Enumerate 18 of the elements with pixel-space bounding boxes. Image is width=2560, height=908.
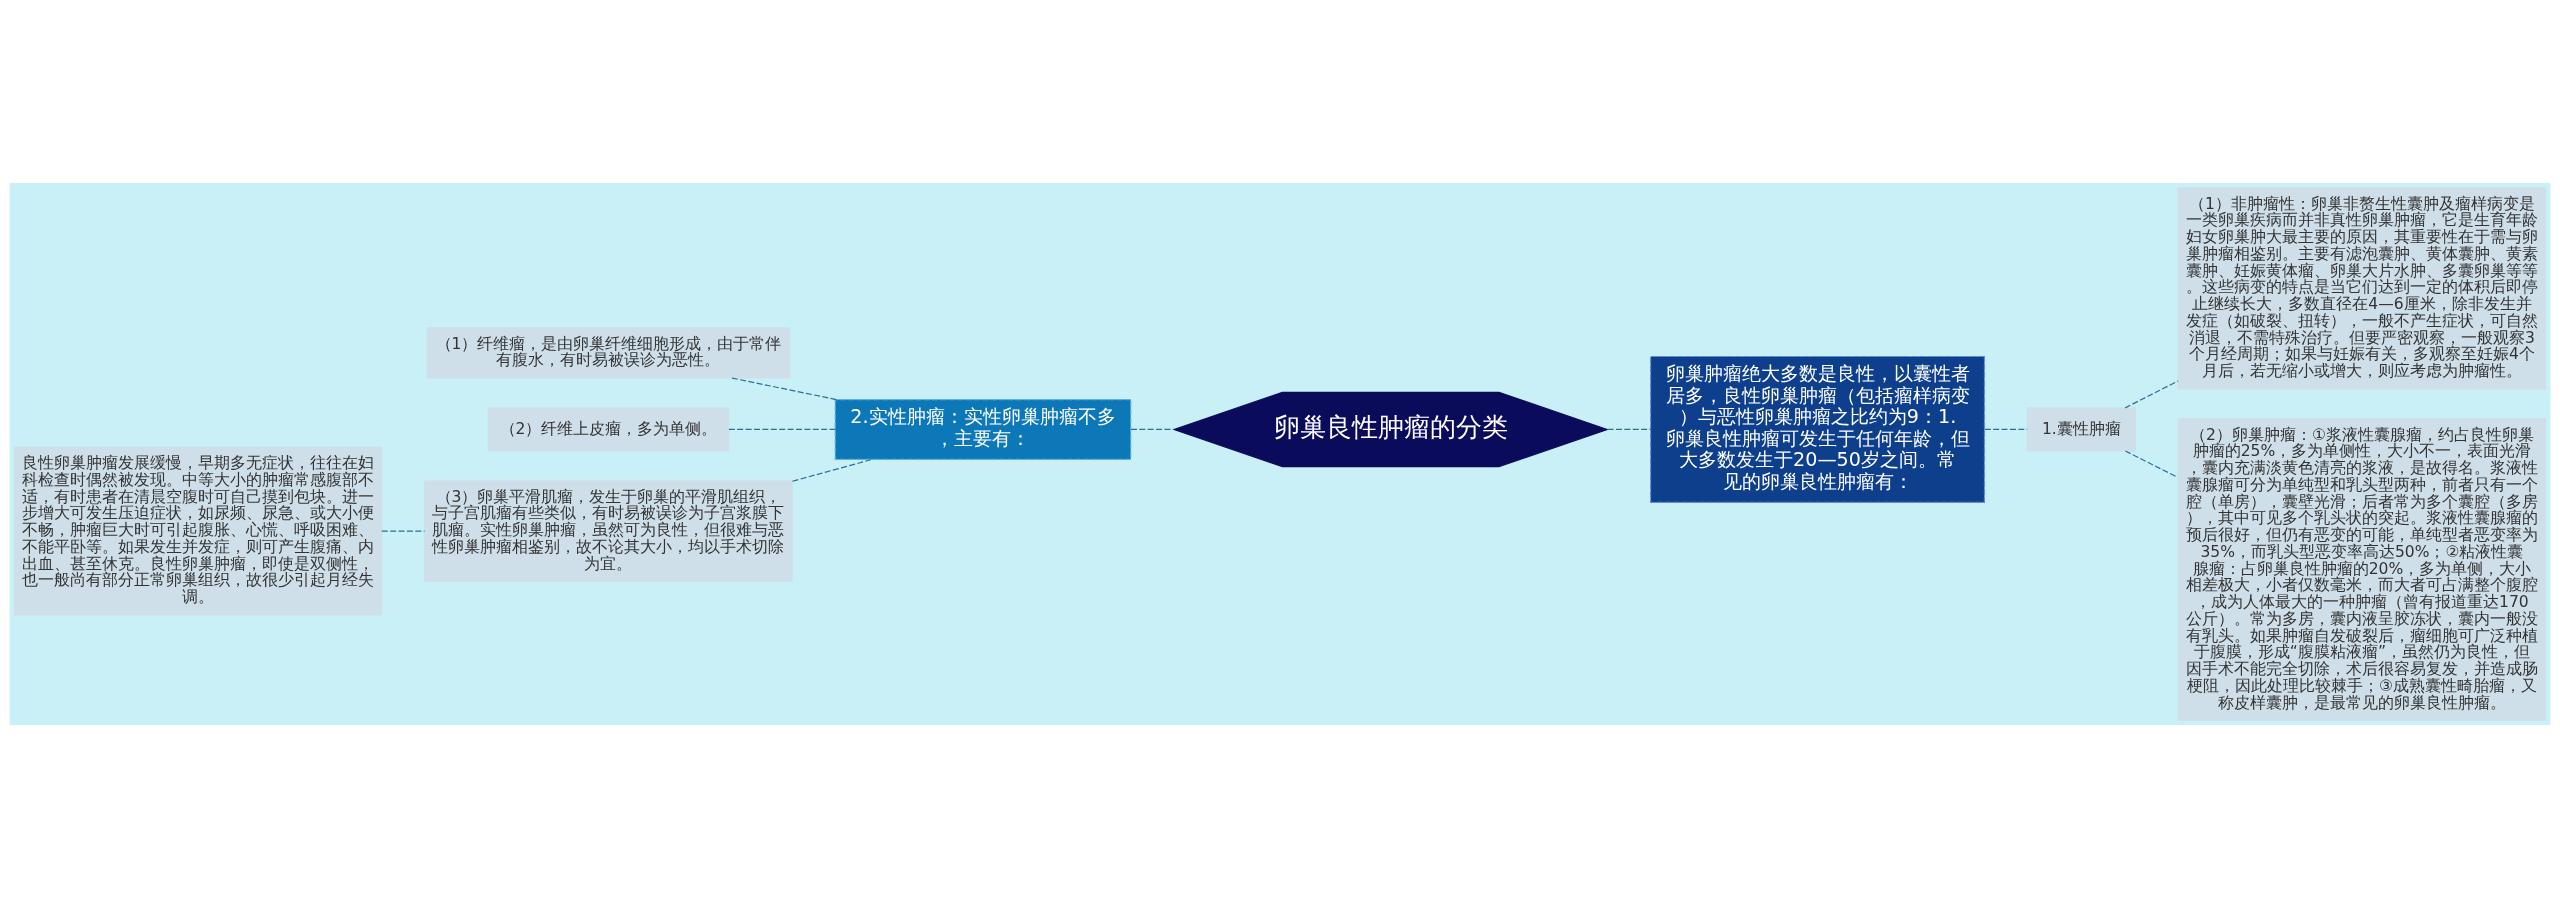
- node-box: 1.囊性肿瘤: [2026, 407, 2136, 452]
- connector: [381, 530, 426, 532]
- connector: [1984, 428, 2028, 431]
- node-box: 良性卵巢肿瘤发展缓慢，早期多无症状，往往在妇科检查时偶然被发现。中等大小的肿瘤常感腹部不适，有时患者在清晨空腹时可自己摸到包块。进一步增大可发生压迫症状，如尿频、尿急、或大小便不畅，肿瘤巨大时可引起腹胀、心慌、呼吸困难、不能平卧等。如果发生并发症，则可产生腹痛、内出血、甚至休克。良性卵巢肿瘤，即使是双侧性，也一般尚有部分正常卵巢组织，故很少引起月经失调。: [13, 446, 383, 616]
- node-box: （1）非肿瘤性：卵巢非赘生性囊肿及瘤样病变是一类卵巢疾病而并非真性卵巢肿瘤，它是生育年龄妇女卵巢肿大最主要的原因，其重要性在于需与卵巢肿瘤相鉴别。主要有滤泡囊肿、黄体囊肿、黄素囊肿、妊娠黄体瘤、卵巢大片水肿、多囊卵巢等等。这些病变的特点是当它们达到一定的体积后即停止继续长大，多数直径在4—6厘米，除非发生并发症（如破裂、扭转），一般不产生症状，可自然消退，不需特殊治疗。但要严密观察，一般观察3个月经周期；如果与妊娠有关，多观察至妊娠4个月后，若无缩小或增大，则应考虑为肿瘤性。: [2177, 187, 2547, 390]
- connector: [728, 428, 836, 431]
- node-box: 2.实性肿瘤：实性卵巢肿瘤不多，主要有：: [834, 398, 1132, 460]
- connector: [2124, 450, 2179, 479]
- connector: [1606, 428, 1652, 431]
- node-box: （2）卵巢肿瘤：①浆液性囊腺瘤，约占良性卵巢肿瘤的25%，多为单侧性，大小不一，表面光滑，囊内充满淡黄色清亮的浆液，是故得名。浆液性囊腺瘤可分为单纯型和乳头型两种，前者只有一个腔（单房），囊壁光滑；后者常为多个囊腔（多房），其中可见多个乳头状的突起。浆液性囊腺瘤的预后很好，但仍有恶变的可能，单纯型者恶变率为35%，而乳头型恶变率高达50%；②粘液性囊腺瘤：占卵巢良性肿瘤的20%，多为单侧，大小相差极大，小者仅数毫米，而大者可占满整个腹腔，成为人体最大的一种肿瘤（曾有报道重达170公斤）。常为多房，囊内液呈胶冻状，囊内一般没有乳头。如果肿瘤自发破裂后，瘤细胞可广泛种植于腹膜，形成“腹膜粘液瘤”，虽然仍为良性，但因手术不能完全切除，术后很容易复发，并造成肠梗阻，因此处理比较棘手；③成熟囊性畸胎瘤，又称皮样囊肿，是最常见的卵巢良性肿瘤。: [2177, 418, 2547, 721]
- node-box: 卵巢肿瘤绝大多数是良性，以囊性者居多，良性卵巢肿瘤（包括瘤样病变）与恶性卵巢肿瘤之比约为9：1.卵巢良性肿瘤可发生于任何年龄，但大多数发生于20—50岁之间。常见的卵巢良性肿瘤有：: [1650, 355, 1986, 504]
- connector: [791, 458, 873, 482]
- connector: [731, 377, 837, 401]
- connector: [1130, 428, 1175, 431]
- node-box: （1）纤维瘤，是由卵巢纤维细胞形成，由于常伴有腹水，有时易被误诊为恶性。: [426, 327, 791, 379]
- node-box: （2）纤维上皮瘤，多为单侧。: [487, 407, 730, 452]
- connector: [2124, 380, 2179, 409]
- node-box: （3）卵巢平滑肌瘤，发生于卵巢的平滑肌组织，与子宫肌瘤有些类似，有时易被误诊为子宫浆膜下肌瘤。实性卵巢肿瘤，虽然可为良性，但很难与恶性卵巢肿瘤相鉴别，故不论其大小，均以手术切除为宜。: [424, 480, 793, 582]
